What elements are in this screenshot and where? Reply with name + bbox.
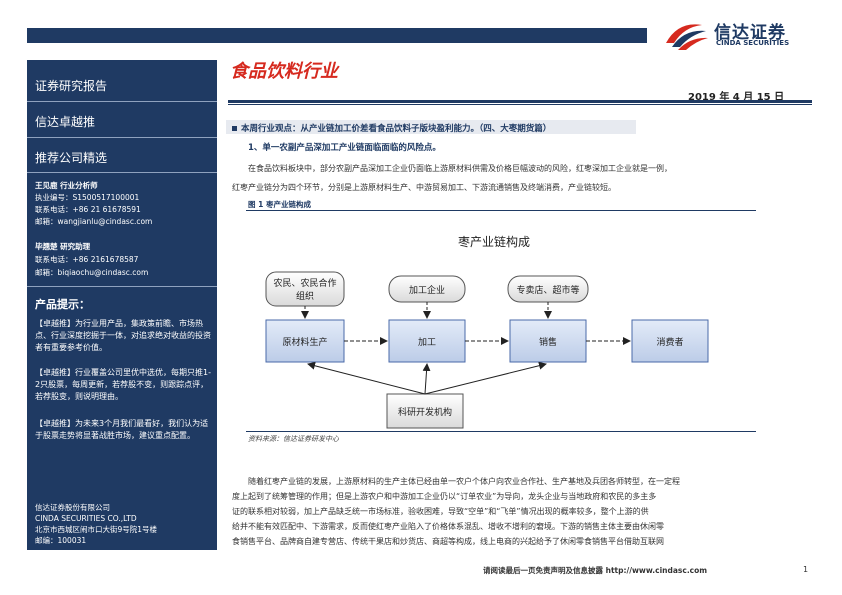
tip-2: 【卓越推】行业覆盖公司里优中选优，每期只推1-2只股票，每周更新，若荐股不变，则… xyxy=(35,368,211,401)
figure-source: 资料来源：信达证券研发中心 xyxy=(248,435,339,443)
report-title: 食品饮料行业 xyxy=(230,61,338,82)
node-rd-label: 科研开发机构 xyxy=(398,406,452,418)
sidebar-tab-zhuoyuetui: 信达卓越推 xyxy=(35,115,96,129)
cinda-logo-icon xyxy=(666,24,708,50)
figure-bottom-rule xyxy=(246,431,756,432)
node-sales xyxy=(509,319,587,363)
node-retail-label: 专卖店、超市等 xyxy=(516,284,579,296)
figure-top-rule xyxy=(246,210,756,211)
analyst1-phone: 联系电话：+86 21 61678591 xyxy=(35,205,141,214)
node-processing-firms-label: 加工企业 xyxy=(409,284,445,296)
arrow-rd xyxy=(307,361,426,395)
diagram-graphics: 枣产业链构成 农民、农民合作 组织 加工企业 专卖店、超市等 原材料生产 加工 … xyxy=(265,234,709,429)
node-rd xyxy=(386,393,464,429)
sidebar: 证券研究报告 信达卓越推 推荐公司精选 王见鹿 行业分析师 执业编号：S1500… xyxy=(27,60,217,550)
viewpoint-box xyxy=(226,120,636,134)
sidebar-divider xyxy=(27,101,217,102)
page-number: 1 xyxy=(803,565,809,574)
bullet-icon xyxy=(232,126,237,131)
title-rule xyxy=(228,100,812,103)
body-line: 食销售平台、品牌商自建专营店、传统干果店和炒货店、商超等构成，线上电商的兴起给予… xyxy=(232,537,664,546)
analyst2-email: 邮箱：biqiaochu@cindasc.com xyxy=(35,268,149,277)
node-farmers-label-2: 组织 xyxy=(296,290,314,302)
node-raw-material xyxy=(265,319,345,363)
brand-logo: 信达证券 CINDA SECURITIES xyxy=(662,17,812,51)
analyst1-license: 执业编号：S1500517100001 xyxy=(35,193,140,202)
sidebar-tab-picks: 推荐公司精选 xyxy=(35,151,108,165)
arrow-rd xyxy=(424,361,547,395)
tip-1: 【卓越推】为行业用产品，集政策前瞻、市场热点、行业深度挖掘于一体，对追求绝对收益… xyxy=(35,319,211,352)
sidebar-tab-report: 证券研究报告 xyxy=(35,79,108,93)
section-heading-1: 1、单一农副产品深加工产业链面临面临的风险点。 xyxy=(248,143,441,153)
body-line: 红枣产业链分为四个环节，分别是上游原材料生产、中游贸易加工、下游流通销售及终端消… xyxy=(232,183,616,192)
report-date: 2019 年 4 月 15 日 xyxy=(688,92,785,103)
title-rule-thin xyxy=(228,104,812,105)
analyst2-name: 毕翘楚 研究助理 xyxy=(35,242,91,251)
viewpoint-text: 本周行业观点：从产业链加工价差看食品饮料子版块盈利能力。（四、大枣期货篇） xyxy=(241,124,552,134)
sidebar-divider xyxy=(27,286,217,287)
company-address: 北京市西城区闹市口大街9号院1号楼 xyxy=(35,525,158,534)
analyst1-name: 王见鹿 行业分析师 xyxy=(35,181,98,190)
viewpoint: 本周行业观点：从产业链加工价差看食品饮料子版块盈利能力。（四、大枣期货篇） xyxy=(232,122,551,134)
node-farmers-label-1: 农民、农民合作 xyxy=(273,277,336,289)
header-bar xyxy=(27,28,647,43)
company-name-en: CINDA SECURITIES CO.,LTD xyxy=(35,514,137,523)
diagram-title: 枣产业链构成 xyxy=(458,234,530,249)
body-line: 随着红枣产业链的发展，上游原材料的生产主体已经由单一农户个体户向农业合作社、生产… xyxy=(248,477,680,486)
figure-label: 图 1 枣产业链构成 xyxy=(248,200,311,209)
analyst1-email: 邮箱：wangjianlu@cindasc.com xyxy=(35,217,153,226)
body-line: 证的联系相对较弱，加上产品缺乏统一市场标准，验收困难，导致“空单”和“飞单”情况… xyxy=(232,507,649,516)
node-processing-label: 加工 xyxy=(418,337,436,348)
brand-name-cn: 信达证券 xyxy=(714,23,786,43)
arrow-rd xyxy=(422,363,431,395)
tips-heading: 产品提示： xyxy=(35,298,90,311)
body-line: 在食品饮料板块中，部分农副产品深加工企业仍面临上游原材料供需及价格巨幅波动的风险… xyxy=(248,164,672,173)
analyst2-phone: 联系电话：+86 2161678587 xyxy=(35,255,139,264)
node-raw-material-label: 原材料生产 xyxy=(282,336,327,348)
company-name-cn: 信达证券股份有限公司 xyxy=(35,503,110,512)
node-consumer-label: 消费者 xyxy=(656,336,683,348)
node-consumer xyxy=(631,319,709,363)
company-postcode: 邮编：100031 xyxy=(35,536,87,545)
footer-disclaimer: 请阅读最后一页免责声明及信息披露 http://www.cindasc.com xyxy=(483,566,708,575)
sidebar-divider xyxy=(27,137,217,138)
body-line: 度上起到了统筹管理的作用；但是上游农户和中游加工企业仍以“订单农业”为导向，龙头… xyxy=(232,492,657,501)
tip-3: 【卓越推】为未来3个月我们最看好，我们认为适于股票走势将显著战胜市场，建议重点配… xyxy=(35,419,209,440)
sidebar-divider xyxy=(27,172,217,173)
brand-name-en: CINDA SECURITIES xyxy=(716,39,790,47)
industry-chain-diagram: 枣产业链构成 农民、农民合作 组织 加工企业 专卖店、超市等 原材料生产 加工 … xyxy=(246,214,756,429)
body-line: 给并不能有效匹配中、下游需求，反而使红枣产业陷入了价格体系混乱、增收不增利的窘境… xyxy=(232,522,664,531)
node-sales-label: 销售 xyxy=(539,336,557,348)
